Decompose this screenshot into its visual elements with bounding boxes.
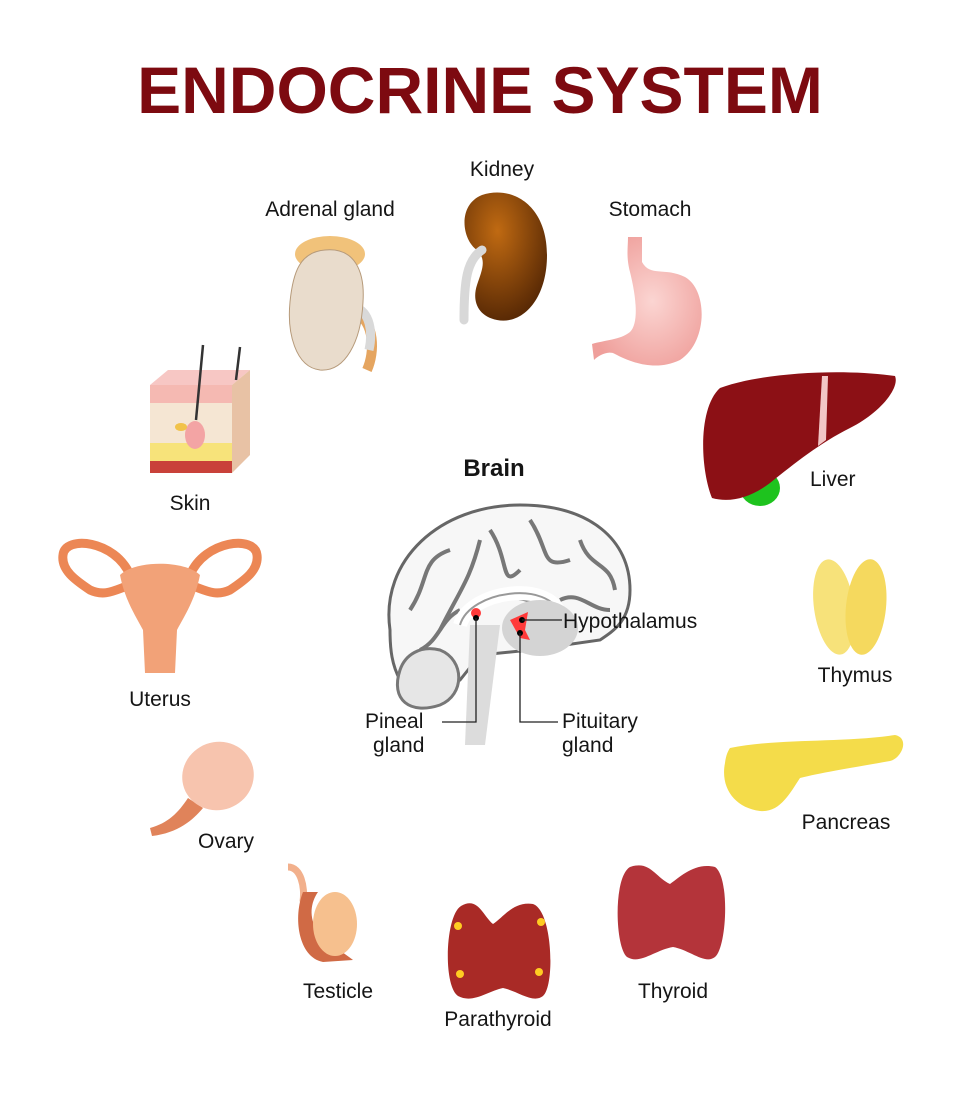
ovary-label: Ovary: [197, 830, 255, 853]
kidney-label: Kidney: [469, 158, 535, 181]
hypothalamus-label: Hypothalamus: [563, 610, 698, 633]
testicle-illustration: [283, 862, 363, 972]
testicle-label: Testicle: [302, 980, 374, 1003]
thyroid-label: Thyroid: [637, 980, 709, 1003]
thymus-label: Thymus: [817, 664, 893, 687]
parathyroid-label: Parathyroid: [444, 1008, 552, 1031]
ovary-illustration: [148, 738, 258, 838]
pituitary-label-line2: gland: [562, 734, 614, 757]
uterus-illustration: [55, 535, 265, 675]
adrenal-gland-illustration: [285, 232, 385, 373]
kidney-illustration: [452, 190, 552, 330]
pineal-label-line2: gland: [373, 734, 425, 757]
skin-label: Skin: [169, 492, 211, 515]
pineal-gland-label: Pineal gland: [365, 710, 424, 758]
brain-illustration: [380, 500, 710, 760]
pineal-label-line1: Pineal: [365, 710, 424, 733]
pituitary-gland-label: Pituitary gland: [562, 710, 638, 758]
diagram-title: ENDOCRINE SYSTEM: [137, 53, 823, 127]
stomach-illustration: [590, 232, 710, 372]
adrenal-gland-label: Adrenal gland: [265, 198, 395, 221]
pituitary-label-line1: Pituitary: [562, 710, 638, 733]
thyroid-illustration: [615, 862, 727, 967]
parathyroid-illustration: [443, 896, 555, 1006]
liver-illustration: [700, 368, 900, 508]
thymus-illustration: [810, 555, 890, 660]
pancreas-label: Pancreas: [801, 811, 891, 834]
pancreas-illustration: [720, 733, 905, 818]
liver-label: Liver: [810, 468, 856, 491]
stomach-label: Stomach: [608, 198, 692, 221]
uterus-label: Uterus: [129, 688, 191, 711]
skin-illustration: [148, 344, 253, 485]
brain-label: Brain: [463, 455, 525, 482]
